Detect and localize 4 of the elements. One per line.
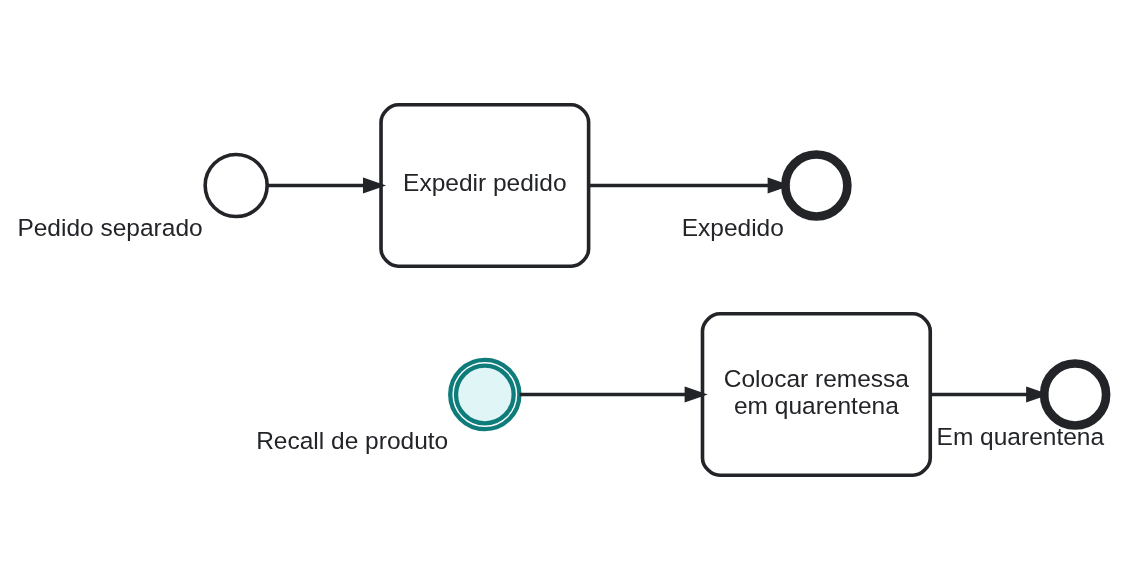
node-label: Em quarentena [936,423,1105,451]
node-label: Pedido separado [17,214,203,242]
node-label: Expedido [681,214,784,242]
node-label: Recall de produto [256,426,449,454]
